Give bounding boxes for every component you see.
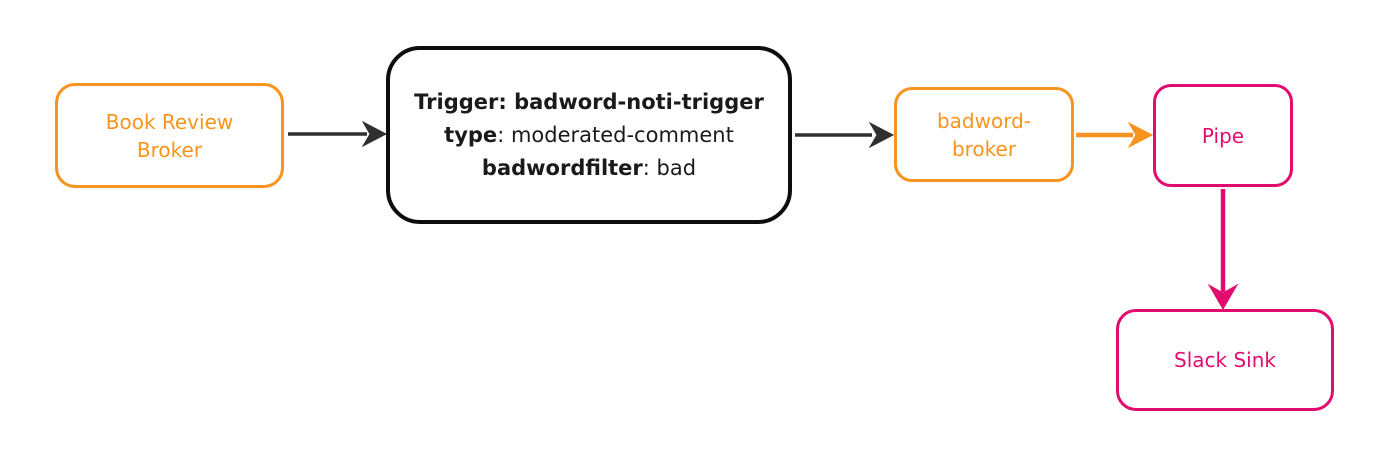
edge-pipe-to-slack-sink [1207, 189, 1239, 310]
node-badword-broker-label: badword-broker [936, 108, 1032, 161]
node-trigger[interactable]: Trigger: badword-noti-trigger type: mode… [386, 46, 792, 224]
edge-trigger-to-badword-broker [795, 121, 895, 149]
trigger-title: Trigger: badword-noti-trigger [414, 89, 764, 114]
edge-book-review-broker-to-trigger [288, 120, 388, 148]
node-book-review-broker-label: Book Review Broker [105, 109, 234, 162]
trigger-attr-badwordfilter: badwordfilter: bad [481, 155, 697, 180]
node-pipe[interactable]: Pipe [1153, 84, 1293, 187]
edge-badword-broker-to-pipe [1076, 121, 1154, 149]
node-slack-sink-label: Slack Sink [1174, 348, 1276, 372]
node-pipe-label: Pipe [1201, 123, 1245, 148]
node-slack-sink[interactable]: Slack Sink [1116, 309, 1334, 411]
node-badword-broker[interactable]: badword-broker [894, 87, 1074, 182]
trigger-attr-type: type: moderated-comment [444, 122, 734, 147]
node-book-review-broker[interactable]: Book Review Broker [55, 83, 284, 188]
